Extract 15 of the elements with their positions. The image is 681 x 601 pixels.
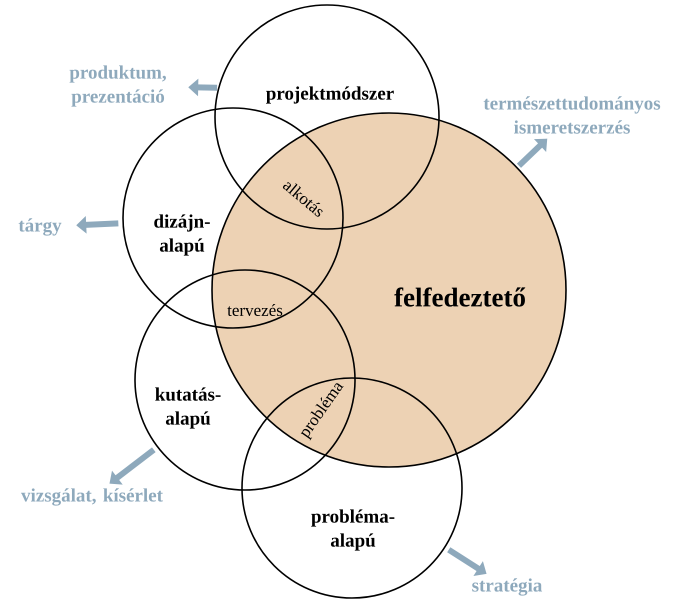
circle [241,377,463,599]
circle-label: felfedeztető [394,287,526,307]
circle [122,107,344,329]
outcome-text: produktum, prezentáció [70,65,166,107]
circle-label: projektmódszer [266,86,394,104]
circle [214,4,440,230]
overlap-label: tervezés [227,304,282,316]
arrow [516,138,548,168]
outcome-text: tárgy [18,218,62,236]
outcome-text: természettudományos ismeretszerzés [484,96,660,134]
outcome-text: vizsgálat, kísérlet [21,488,163,506]
circle-label: kutatás-alapú [155,387,221,429]
outcome-text: stratégia [472,578,542,596]
circle-label: dizájn-alapú [154,214,210,256]
circle-label: probléma-alapú [311,509,394,551]
